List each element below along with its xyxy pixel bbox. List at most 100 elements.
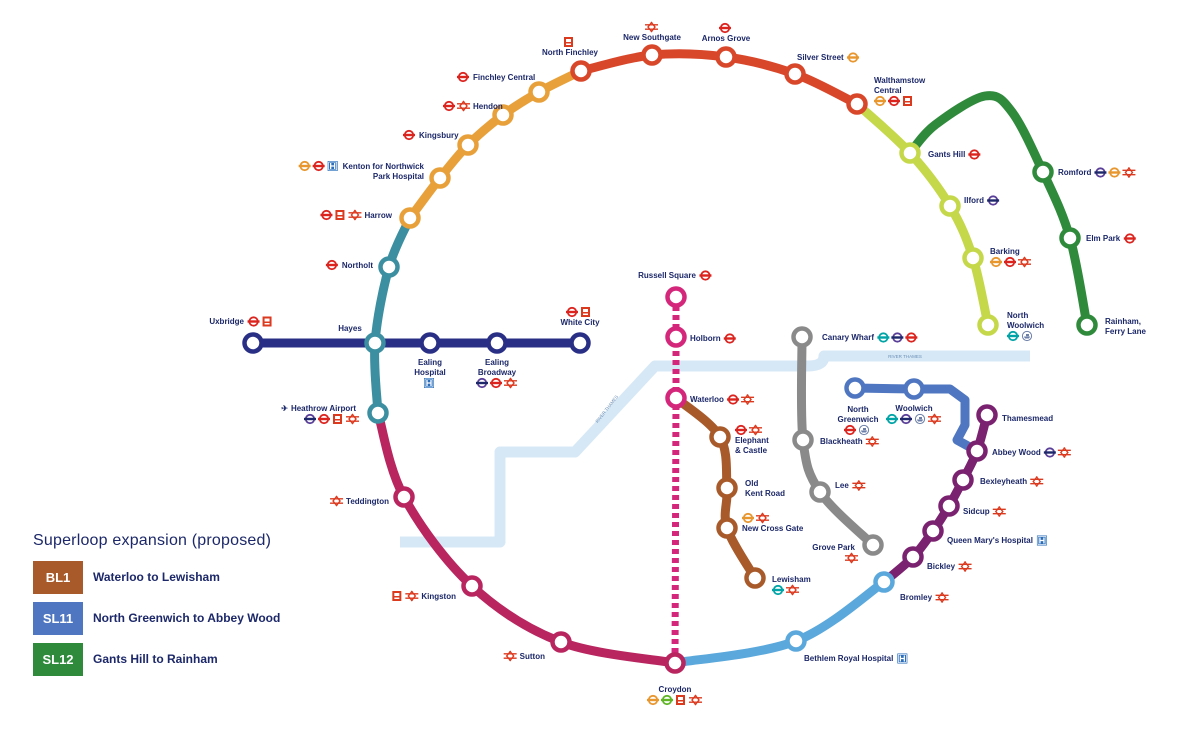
station-hendon[interactable]: Hendon [443, 100, 514, 126]
station-marker[interactable] [785, 630, 807, 652]
station-croydon[interactable]: Croydon [647, 652, 702, 706]
station-marker[interactable] [550, 631, 572, 653]
station-marker[interactable] [399, 207, 421, 229]
station-abbey-wood[interactable]: Abbey Wood [966, 440, 1071, 462]
station-bexleyheath[interactable]: Bexleyheath [952, 469, 1044, 491]
station-north-finchley[interactable]: North Finchley [542, 37, 599, 82]
station-marker[interactable] [977, 314, 999, 336]
station-marker[interactable] [709, 426, 731, 448]
station-kingston[interactable]: Kingston [392, 575, 483, 602]
station-marker[interactable] [716, 477, 738, 499]
station-bromley[interactable]: Bromley [873, 571, 949, 603]
station-marker[interactable] [641, 44, 663, 66]
station-lee[interactable]: Lee [809, 480, 866, 503]
station-marker[interactable] [569, 332, 591, 354]
station-bethlem[interactable]: Bethlem Royal Hospital [785, 630, 908, 664]
station-marker[interactable] [664, 652, 686, 674]
station-marker[interactable] [665, 387, 687, 409]
station-label: Queen Mary's Hospital [947, 536, 1033, 545]
station-marker[interactable] [784, 63, 806, 85]
station-marker[interactable] [242, 332, 264, 354]
station-marker[interactable] [665, 286, 687, 308]
station-queen-marys[interactable]: Queen Mary's Hospital [922, 520, 1047, 546]
station-barking[interactable]: Barking [962, 247, 1032, 269]
station-russell-square[interactable]: Russell Square [638, 270, 712, 308]
station-bickley[interactable]: Bickley [902, 546, 972, 572]
station-sidcup[interactable]: Sidcup [938, 495, 1006, 517]
station-northolt[interactable]: Northolt [325, 256, 400, 278]
station-holborn[interactable]: Holborn [665, 326, 736, 348]
station-marker[interactable] [528, 81, 550, 103]
station-harrow[interactable]: Harrow [320, 207, 421, 229]
station-marker[interactable] [461, 575, 483, 597]
station-marker[interactable] [976, 404, 998, 426]
station-marker[interactable] [939, 195, 961, 217]
station-marker[interactable] [952, 469, 974, 491]
station-romford[interactable]: Romford [1032, 161, 1136, 183]
station-rainham[interactable]: Rainham,Ferry Lane [1076, 314, 1147, 337]
station-lewisham[interactable]: Lewisham [744, 567, 811, 596]
station-marker[interactable] [1076, 314, 1098, 336]
station-heathrow-airport[interactable]: Heathrow Airport✈ [281, 402, 389, 425]
station-grove-park[interactable]: Grove Park [812, 534, 884, 564]
station-marker[interactable] [378, 256, 400, 278]
station-thamesmead[interactable]: Thamesmead [976, 404, 1054, 426]
station-marker[interactable] [899, 142, 921, 164]
station-waterloo[interactable]: Waterloo [665, 387, 755, 409]
station-marker[interactable] [846, 93, 868, 115]
station-marker[interactable] [744, 567, 766, 589]
station-marker[interactable] [844, 377, 866, 399]
station-white-city[interactable]: White City [560, 306, 600, 354]
station-marker[interactable] [486, 332, 508, 354]
station-marker[interactable] [903, 378, 925, 400]
station-marker[interactable] [873, 571, 895, 593]
station-marker[interactable] [715, 46, 737, 68]
station-marker[interactable] [792, 429, 814, 451]
station-gants-hill[interactable]: Gants Hill [899, 142, 981, 164]
station-woolwich[interactable]: Woolwich [886, 378, 941, 425]
station-marker[interactable] [457, 134, 479, 156]
station-uxbridge[interactable]: Uxbridge [209, 316, 272, 354]
station-marker[interactable] [1032, 161, 1054, 183]
station-marker[interactable] [938, 495, 960, 517]
station-marker[interactable] [902, 546, 924, 568]
station-marker[interactable] [492, 104, 514, 126]
station-new-cross-gate[interactable]: New Cross Gate [716, 512, 804, 539]
station-marker[interactable] [922, 520, 944, 542]
station-silver-street[interactable]: Silver Street [784, 52, 860, 85]
station-marker[interactable] [966, 440, 988, 462]
station-marker[interactable] [364, 332, 386, 354]
station-marker[interactable] [570, 60, 592, 82]
station-marker[interactable] [862, 534, 884, 556]
station-marker[interactable] [716, 517, 738, 539]
station-elephant-castle[interactable]: Elephant& Castle [709, 424, 770, 455]
station-marker[interactable] [367, 402, 389, 424]
station-elm-park[interactable]: Elm Park [1059, 227, 1136, 249]
station-marker[interactable] [809, 481, 831, 503]
station-canary-wharf[interactable]: Canary Wharf [791, 326, 918, 348]
station-blackheath[interactable]: Blackheath [792, 429, 879, 451]
station-sutton[interactable]: Sutton [503, 631, 572, 662]
station-marker[interactable] [1059, 227, 1081, 249]
station-arnos-grove[interactable]: Arnos Grove [702, 22, 751, 68]
station-marker[interactable] [393, 486, 415, 508]
station-marker[interactable] [665, 326, 687, 348]
station-marker[interactable] [429, 167, 451, 189]
station-marker[interactable] [419, 332, 441, 354]
station-marker[interactable] [791, 326, 813, 348]
station-finchley-central[interactable]: Finchley Central [457, 71, 550, 103]
station-hayes[interactable]: Hayes [338, 324, 386, 354]
station-new-southgate[interactable]: New Southgate [623, 21, 681, 66]
station-teddington[interactable]: Teddington [330, 486, 415, 508]
station-ilford[interactable]: Ilford [939, 195, 1000, 217]
station-marker[interactable] [962, 247, 984, 269]
station-label: Finchley Central [473, 73, 535, 82]
station-kingsbury[interactable]: Kingsbury [403, 129, 479, 156]
